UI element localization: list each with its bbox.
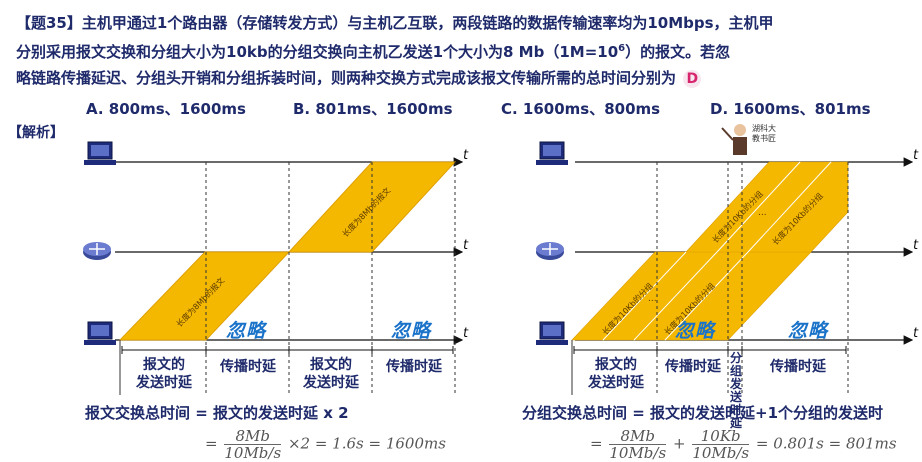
segment-left-2: 传播时延 [220,359,276,375]
teacher-label-2: 教书匠 [752,134,776,143]
question-line-1: 主机甲通过1个路由器（存储转发方式）与主机乙互联，两段链路的数据传输速率均为10… [81,14,774,32]
host-b-icon-right [536,321,568,345]
segment-right-1: 报文的 发送时延 [588,357,644,391]
question-number: 【题35】 [16,14,82,32]
analysis-label: 【解析】 [8,125,64,141]
message-total-time: 报文交换总时间 = 报文的发送时延 x 2 [85,404,349,422]
t-label-left-top: t [463,148,469,163]
segment-left-1: 报文的 发送时延 [136,357,192,391]
question-text: 【题35】主机甲通过1个路由器（存储转发方式）与主机乙互联，两段链路的数据传输速… [16,10,916,91]
packet-formula: = 8Mb 10Mb/s + 10Kb 10Mb/s = 0.801s = 80… [590,428,897,461]
message-formula: = 8Mb 10Mb/s ×2 = 1.6s = 1600ms [205,428,446,461]
packet-total-time: 分组交换总时间 = 报文的发送时延+1个分组的发送时 [522,404,884,422]
packet-dots-2: ... [758,208,767,218]
segment-right-3: 分组 发送 时延 [729,351,742,430]
segment-right-2: 传播时延 [665,359,721,375]
formula-right-plus: + [672,434,686,453]
formula-left-rest: ×2 = 1.6s = 1600ms [287,434,446,453]
formula-right-fraction-1: 8Mb 10Mb/s [609,428,667,462]
host-b-icon-left [84,321,116,345]
formula-left-eq: = [205,434,218,453]
question-line-2b: ）的报文。若忽 [625,43,731,61]
question-line-3: 略链路传播延迟、分组头开销和分组拆装时间，则两种交换方式完成该报文传输所需的总时… [16,69,677,87]
packet-dots-1: ... [648,294,657,304]
formula-right-fraction-2: 10Kb 10Mb/s [692,428,750,462]
ignore-label-right-1: 忽略 [675,320,716,342]
question-exponent: 6 [618,43,626,54]
router-icon-right [536,242,564,260]
right-timing-diagram [536,141,914,395]
segment-right-4: 传播时延 [770,359,826,375]
left-timing-diagram [83,141,464,395]
ignore-label-left-2: 忽略 [391,320,432,342]
teacher-figure [721,124,747,155]
teacher-label-1: 湖科大 [752,124,776,133]
option-a[interactable]: A. 800ms、1600ms [86,100,246,118]
host-a-icon-right [536,141,568,165]
formula-right-den-1: 10Mb/s [609,444,667,462]
option-b[interactable]: B. 801ms、1600ms [293,100,453,118]
ignore-label-right-2: 忽略 [788,320,829,342]
formula-right-num-2: 10Kb [692,428,750,445]
formula-left-num: 8Mb [224,428,282,445]
segment-left-3: 报文的 发送时延 [303,357,359,391]
formula-right-den-2: 10Mb/s [692,444,750,462]
answer-badge: D [683,70,702,88]
t-label-left-mid: t [463,238,469,253]
ignore-label-left-1: 忽略 [226,320,267,342]
formula-right-num-1: 8Mb [609,428,667,445]
formula-right-rest: = 0.801s = 801ms [755,434,897,453]
host-a-icon-left [84,141,116,165]
formula-right-eq: = [590,434,603,453]
t-label-left-bottom: t [463,326,469,341]
formula-left-fraction: 8Mb 10Mb/s [224,428,282,462]
segment-left-4: 传播时延 [386,359,442,375]
option-c[interactable]: C. 1600ms、800ms [501,100,661,118]
formula-left-den: 10Mb/s [224,444,282,462]
t-label-right-mid: t [913,238,919,253]
t-label-right-top: t [913,148,919,163]
option-d[interactable]: D. 1600ms、801ms [710,100,871,118]
router-icon-left [83,242,111,260]
t-label-right-bottom: t [913,326,919,341]
question-line-2a: 分别采用报文交换和分组大小为10kb的分组交换向主机乙发送1个大小为8 Mb（1… [16,43,619,61]
